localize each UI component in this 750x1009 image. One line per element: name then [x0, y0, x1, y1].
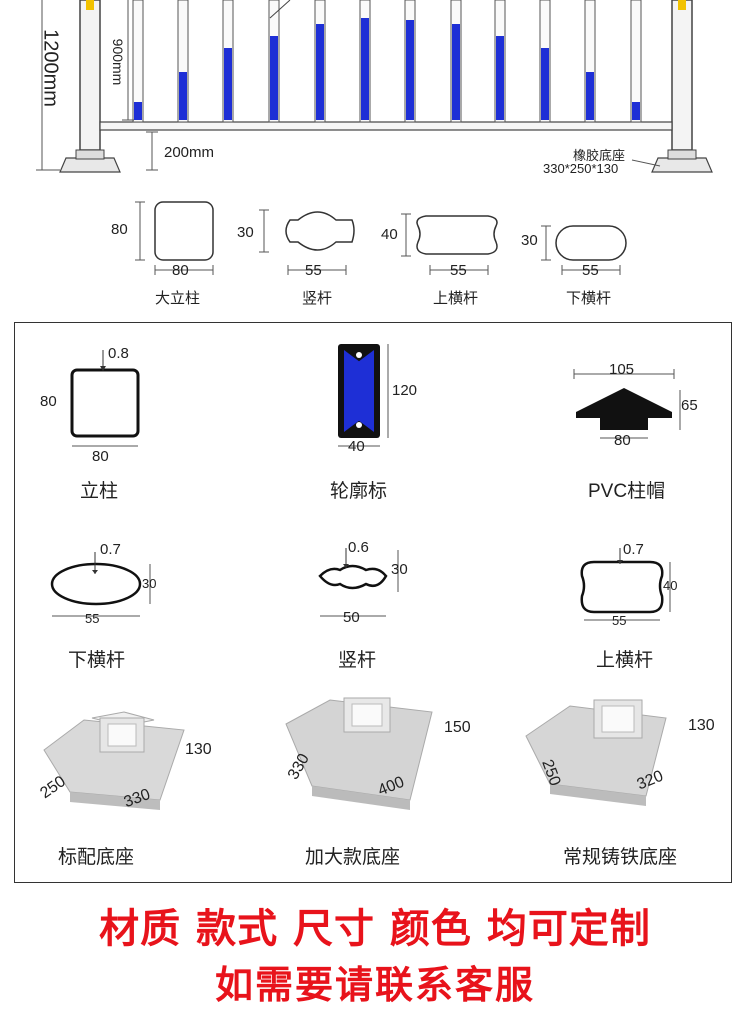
- upper-rail-name-panel: 上横杆: [596, 650, 654, 671]
- spec-panel-drawings: [43, 344, 681, 810]
- panel-vertical-bar-section: [318, 564, 388, 590]
- vertical-bars: [132, 0, 642, 123]
- right-post-reflector: [678, 0, 686, 10]
- fence-bar: [132, 0, 144, 123]
- cast-iron-base-name: 常规铸铁底座: [563, 847, 678, 868]
- reflector-name: 轮廓标: [330, 481, 388, 502]
- fence-bar-reflector: [452, 24, 460, 120]
- fence-bar: [630, 0, 642, 123]
- cast-iron-base-shape: [525, 699, 667, 806]
- lower-rail-width-panel: 55: [85, 611, 100, 626]
- upper-rail-height-panel: 40: [663, 578, 678, 593]
- standard-base-shape: [43, 711, 185, 810]
- contact-headline: 如需要请联系客服: [214, 963, 535, 1007]
- upper-rail-height: 40: [381, 226, 398, 243]
- pvc-cap-shape: [576, 388, 672, 430]
- vertical-bar-name: 竖杆: [302, 290, 333, 307]
- right-rubber-base: [651, 157, 713, 173]
- height-label: 1200mm: [39, 29, 62, 107]
- left-post: [79, 0, 101, 151]
- fence-bar-reflector: [179, 72, 187, 120]
- lower-rail-section: [555, 225, 627, 261]
- large-base-name: 加大款底座: [305, 847, 401, 868]
- post-height: 80: [40, 393, 57, 410]
- vertical-bar-name-panel: 竖杆: [338, 650, 377, 671]
- standard-base-name: 标配底座: [58, 847, 135, 868]
- vertical-bar-height-panel: 30: [391, 561, 408, 578]
- gap-label: 200mm: [164, 144, 215, 161]
- top-cross-sections: [135, 201, 627, 275]
- cap-name: PVC柱帽: [588, 481, 666, 502]
- standard-base-height: 130: [185, 741, 212, 758]
- lower-rail-height-panel: 30: [142, 576, 157, 591]
- cap-base-width: 80: [614, 432, 631, 449]
- fence-elevation-diagram: [36, 0, 713, 173]
- large-base-height: 150: [444, 719, 471, 736]
- vertical-bar-width: 55: [305, 262, 322, 279]
- fence-bar-reflector: [496, 36, 504, 120]
- lower-rail-name: 下横杆: [566, 290, 612, 307]
- upper-rail-width-panel: 55: [612, 613, 627, 628]
- right-post: [671, 0, 693, 151]
- fence-bar-reflector: [406, 20, 414, 120]
- cap-top-width: 105: [609, 361, 635, 378]
- post-section: [70, 368, 140, 438]
- large-post-width: 80: [172, 262, 189, 279]
- large-post-height: 80: [111, 221, 128, 238]
- post-width: 80: [92, 448, 109, 465]
- reflector-height: 120: [392, 382, 418, 399]
- cap-height: 65: [681, 397, 698, 414]
- fence-bar-reflector: [224, 48, 232, 120]
- vertical-bar-section: [285, 211, 355, 251]
- base-dims-label: 330*250*130: [543, 161, 619, 176]
- upper-rail-width: 55: [450, 262, 467, 279]
- upper-rail-name: 上横杆: [433, 290, 479, 307]
- fence-bar-reflector: [134, 102, 142, 120]
- lower-rail-name-panel: 下横杆: [68, 650, 126, 671]
- customization-headline: 材质 款式 尺寸 颜色 均可定制: [99, 906, 651, 952]
- lower-rail-width: 55: [582, 262, 599, 279]
- left-post-reflector: [86, 0, 94, 10]
- fence-bar: [584, 0, 596, 123]
- fence-bar-reflector: [316, 24, 324, 120]
- lower-rail-thickness: 0.7: [100, 541, 121, 558]
- large-post-section: [154, 201, 214, 261]
- large-base-shape: [285, 697, 433, 810]
- panel-upper-rail-section: [580, 560, 664, 614]
- base-name-label: 橡胶底座: [573, 148, 626, 163]
- fence-bar-reflector: [361, 18, 369, 120]
- vertical-bar-width-panel: 50: [343, 609, 360, 626]
- fence-bar-reflector: [632, 102, 640, 120]
- panel-lower-rail-section: [50, 562, 142, 606]
- left-rubber-base: [59, 157, 121, 173]
- post-thickness: 0.8: [108, 345, 129, 362]
- fence-bar-reflector: [541, 48, 549, 120]
- reflector-width: 40: [348, 438, 365, 455]
- post-name: 立柱: [80, 481, 119, 502]
- cast-iron-base-height: 130: [688, 717, 715, 734]
- large-post-name: 大立柱: [155, 290, 201, 307]
- upper-rail-thickness: 0.7: [623, 541, 644, 558]
- upper-rail-section: [416, 215, 498, 255]
- rail-height-label: 900mm: [110, 38, 126, 86]
- fence-bar: [177, 0, 189, 123]
- bottom-rail: [99, 121, 673, 131]
- vertical-bar-height: 30: [237, 224, 254, 241]
- fence-bar-reflector: [270, 36, 278, 120]
- fence-bar-reflector: [586, 72, 594, 120]
- reflector-shape: [338, 344, 380, 438]
- vertical-bar-thickness: 0.6: [348, 539, 369, 556]
- lower-rail-height: 30: [521, 232, 538, 249]
